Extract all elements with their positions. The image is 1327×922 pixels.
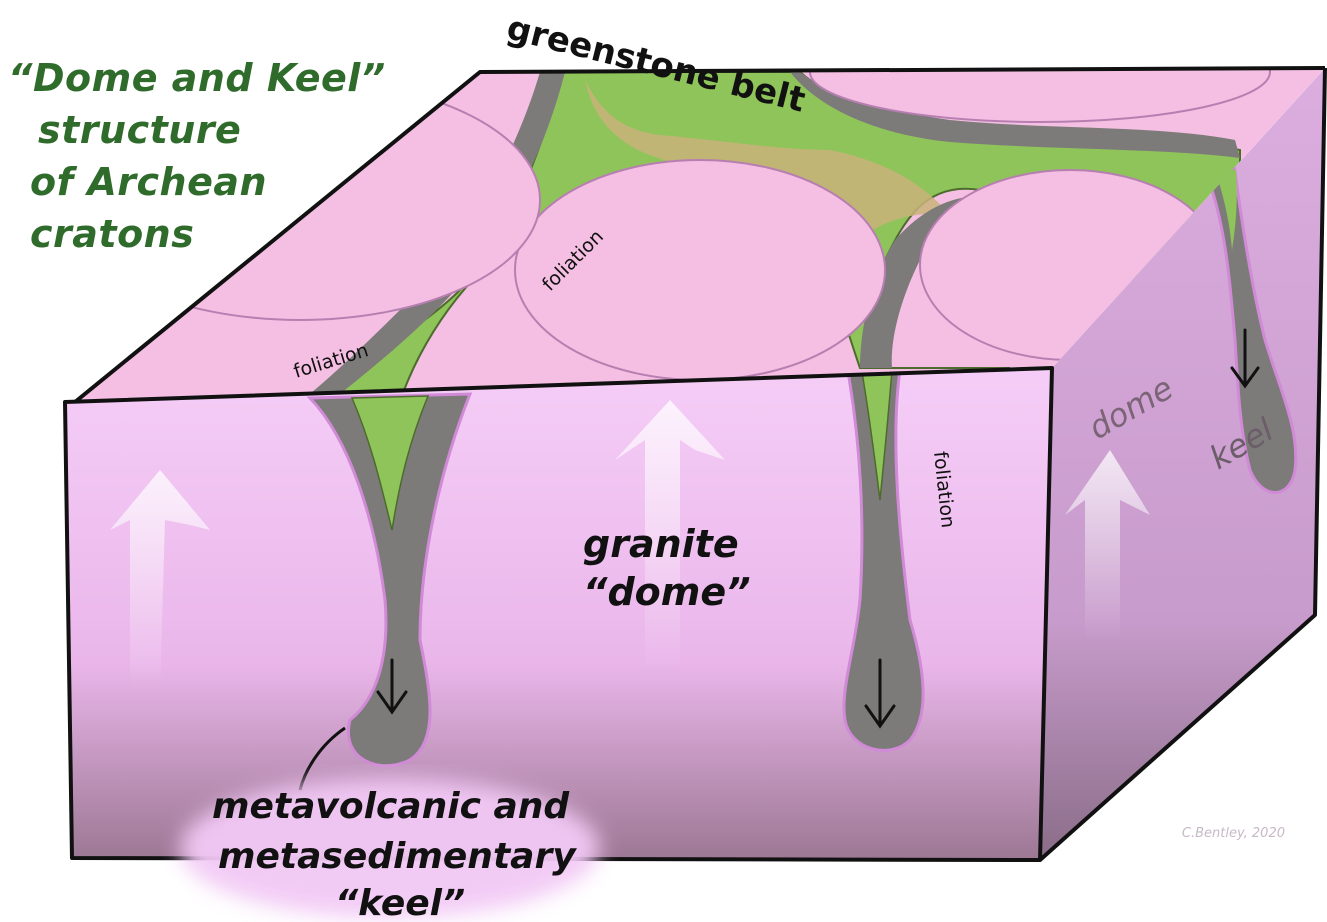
dome-quoted-label: “dome” [583, 570, 751, 614]
title-line-2: structure [38, 108, 241, 152]
keel-caption-line3: “keel” [335, 883, 465, 922]
granite-label: granite [583, 522, 739, 566]
title-line-1: “Dome and Keel” [8, 56, 386, 100]
keel-caption-line2: metasedimentary [218, 836, 577, 877]
title-line-3: of Archean [30, 160, 267, 204]
title-line-4: cratons [30, 212, 194, 256]
credit-text: C.Bentley, 2020 [1182, 826, 1285, 841]
keel-caption-line1: metavolcanic and [212, 786, 570, 827]
